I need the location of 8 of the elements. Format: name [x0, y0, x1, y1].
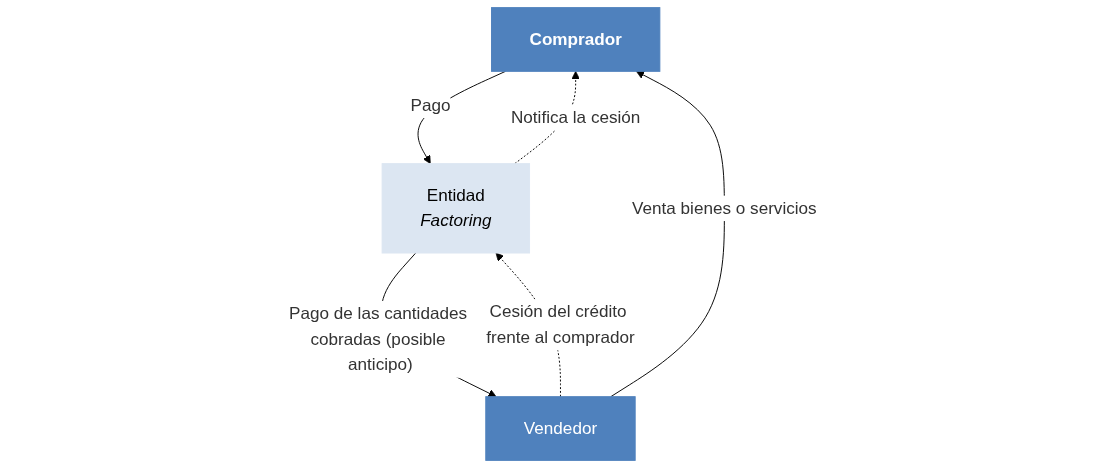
node-box: Comprador [491, 7, 661, 72]
edge-label: Venta bienes o servicios [632, 198, 817, 218]
edge-label: Notifica la cesión [510, 107, 641, 127]
edge-label: Cesión del crédito frente al comprador [486, 302, 635, 347]
node-box: Entidad Factoring [381, 163, 531, 254]
edge-label: Pago [410, 95, 451, 115]
node-box: Vendedor [485, 396, 636, 461]
edge-label: Pago de las cantidades cobradas (posible anticipo) [289, 303, 468, 375]
